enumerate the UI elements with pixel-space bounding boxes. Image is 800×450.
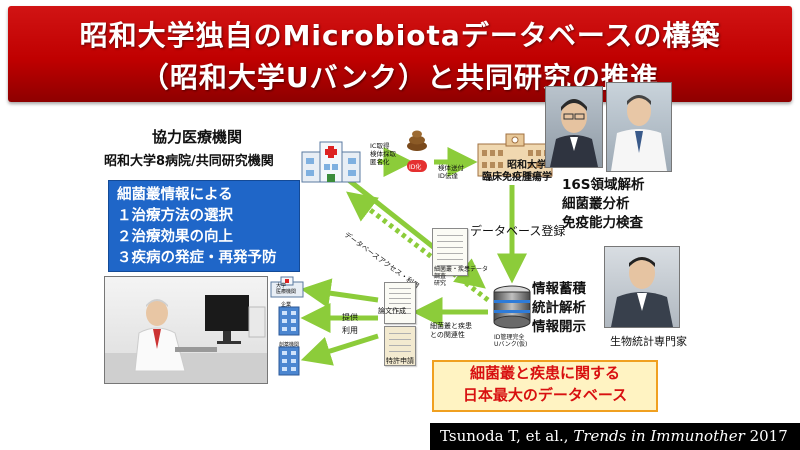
highlight-line-2: 日本最大のデータベース [462,386,628,404]
institute-label: 昭和大学 臨床免疫腫瘍学 [482,160,552,184]
institute-building-icon [477,133,553,177]
doctor-photo [104,276,268,384]
university-label-2: 医療機関 [276,289,297,295]
database-server-icon [493,285,531,329]
database-label-1: ID管理完全 [494,334,525,341]
arrow-to-university [300,278,379,309]
report-doc-labels: 細菌叢・疾患データ 調査 研究 [434,266,488,287]
transport-label-id: ID伝達 [438,172,458,180]
info-item-1: １治療方法の選択 [117,208,233,224]
statistician-label: 生物統計専門家 [610,335,687,348]
hospital-labels: IC取得 検体採取 匿名化 [370,142,396,166]
database-label-2: Uバンク(仮) [494,341,528,348]
statistician-photo [604,246,680,328]
database-labels: ID管理完全 Uバンク(仮) [494,334,527,348]
company-building-icon [278,306,300,336]
analysis-immune: 免疫能力検査 [562,215,643,231]
title-banner: 昭和大学独自のMicrobiotaデータベースの構築 （昭和大学Uバンク）と共同… [8,6,792,102]
citation-authors: Tsunoda T, et al., [440,427,574,445]
info-box: 細菌叢情報による １治療方法の選択 ２治療効果の向上 ３疾病の発症・再発予防 [108,180,300,272]
relation-label-1: 細菌叢と疾患 [430,322,472,330]
citation-bar: Tsunoda T, et al., Trends in Immunother … [430,423,800,450]
institute-line-1: 昭和大学 [507,160,547,171]
report-document-icon [432,228,468,276]
relation-label-2: との関連性 [430,331,465,339]
database-registration-label: データベース登録 [470,224,566,238]
use-label: 利用 [342,326,358,335]
title-line-1: 昭和大学独自のMicrobiotaデータベースの構築 [79,19,721,52]
transport-label-send: 検体送付 [438,164,464,172]
drug-institute-building-icon [278,346,300,376]
hospital-label-ic: IC取得 [370,142,390,150]
hospital-label-anonymize: 匿名化 [370,158,390,166]
hospital-label-sampling: 検体採取 [370,150,396,158]
info-item-3: ３疾病の発症・再発予防 [117,250,277,266]
stool-sample-icon [407,130,427,172]
data-functions: 情報蓄積 統計解析 情報開示 [532,280,586,337]
collaborator-subheading: 昭和大学8病院/共同研究機関 [104,154,274,169]
function-statistics: 統計解析 [532,300,586,316]
institute-line-2: 臨床免疫腫瘍学 [482,172,552,183]
citation-year: 2017 [744,427,788,445]
university-icon [270,276,304,298]
university-label-1: 大学 [276,283,287,289]
citation-text: Tsunoda T, et al., Trends in Immunother … [440,427,788,445]
analysis-flora: 細菌叢分析 [562,196,630,212]
drug-institute-label: 創薬機関 [279,342,300,348]
report-doc-label-3: 研究 [434,280,447,287]
university-label: 大学 医療機関 [276,283,296,295]
info-box-title: 細菌叢情報による [117,187,233,203]
function-disclosure: 情報開示 [532,319,586,335]
relation-label: 細菌叢と疾患 との関連性 [430,322,472,340]
patent-label: 特許申請 [386,357,414,365]
paper-document-icon [384,282,416,324]
researcher-photo-2 [606,82,672,172]
collaborator-heading: 協力医療機関 [152,128,243,146]
report-doc-label-1: 細菌叢・疾患データ [434,266,489,273]
citation-journal: Trends in Immunother [573,427,745,445]
function-accumulate: 情報蓄積 [532,281,586,297]
company-label: 企業 [281,302,292,308]
info-item-2: ２治療効果の向上 [117,229,233,245]
sample-id-label: ID化 [409,164,422,171]
analysis-16s: 16S領域解析 [562,177,645,193]
paper-label: 論文作成 [378,307,406,315]
report-doc-label-2: 調査 [434,273,447,280]
hospital-icon [301,141,361,183]
highlight-line-1: 細菌叢と疾患に関する [469,364,620,382]
analysis-list: 16S領域解析 細菌叢分析 免疫能力検査 [562,176,645,233]
arrow-to-drug-institute [300,333,379,366]
researcher-photo-1 [545,86,603,168]
provide-label: 提供 [342,313,358,322]
highlight-box: 細菌叢と疾患に関する 日本最大のデータベース [432,360,658,412]
patent-document-icon [384,326,416,366]
transport-labels: 検体送付 ID伝達 [438,164,464,180]
